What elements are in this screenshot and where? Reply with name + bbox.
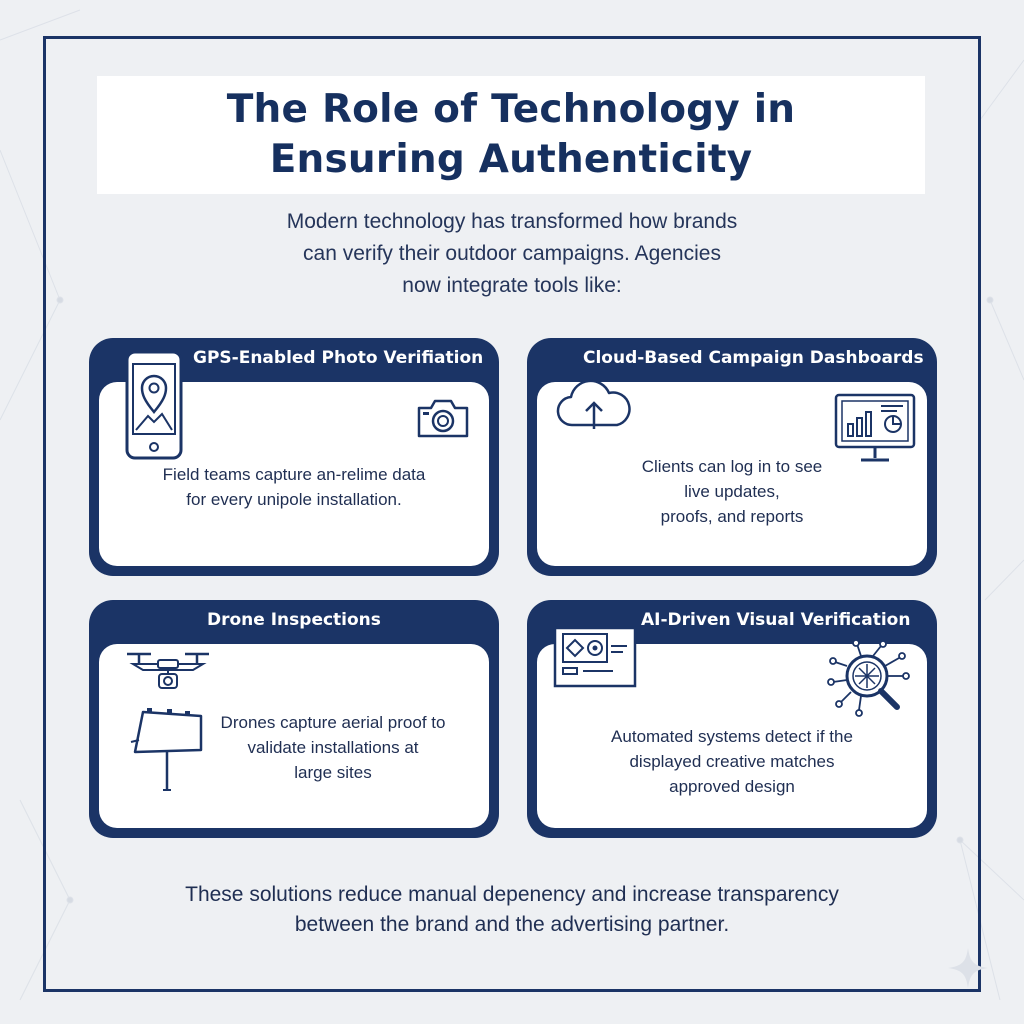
- page-title-line-2: Ensuring Authenticity: [269, 137, 753, 182]
- card-description-line-2: validate installations at: [247, 738, 419, 757]
- sparkle-icon: [948, 948, 988, 988]
- card-body: Clients can log in to see live updates, …: [537, 379, 927, 566]
- card-description-line-2: displayed creative matches: [629, 752, 835, 771]
- card-description-line-1: Field teams capture an-relime data: [162, 465, 426, 484]
- intro-line-2: can verify their outdoor campaigns. Agen…: [303, 242, 721, 265]
- footer-summary: These solutions reduce manual depenency …: [132, 880, 892, 940]
- card-description-line-3: proofs, and reports: [660, 507, 804, 526]
- card-description: Field teams capture an-relime data for e…: [119, 462, 469, 512]
- card-description-line-2: for every unipole installation.: [186, 490, 402, 509]
- page-title-line-1: The Role of Technology in: [226, 87, 796, 132]
- footer-line-2: between the brand and the advertising pa…: [294, 913, 730, 936]
- card-description: Drones capture aerial proof to validate …: [191, 710, 475, 785]
- card-cloud-dashboards: Cloud-Based Campaign Dashboards Clients …: [527, 338, 937, 576]
- card-title: Drone Inspections: [207, 610, 381, 630]
- camera-icon: [417, 399, 469, 438]
- billboard-icon: [130, 708, 203, 791]
- card-title: Cloud-Based Campaign Dashboards: [583, 348, 924, 368]
- card-body: Drones capture aerial proof to validate …: [99, 644, 489, 828]
- ai-circuit-magnifier-icon: [827, 640, 910, 717]
- monitor-dashboard-icon: [834, 393, 916, 462]
- card-description-line-1: Drones capture aerial proof to: [220, 713, 446, 732]
- page-frame: [43, 36, 981, 992]
- card-gps-photo-verification: GPS-Enabled Photo Verifiation Field team…: [89, 338, 499, 576]
- intro-line-1: Modern technology has transformed how br…: [286, 210, 738, 233]
- card-drone-inspections: Drone Inspections Drones capture aerial …: [89, 600, 499, 838]
- card-ai-visual-verification: AI-Driven Visual Verification: [527, 600, 937, 838]
- smartphone-map-pin-icon: [125, 350, 183, 460]
- card-description-line-3: large sites: [294, 763, 372, 782]
- intro-paragraph: Modern technology has transformed how br…: [212, 206, 812, 302]
- card-description-line-2: live updates,: [684, 482, 780, 501]
- card-description-line-3: approved design: [669, 777, 795, 796]
- card-body: Automated systems detect if the displaye…: [537, 626, 927, 828]
- card-title: GPS-Enabled Photo Verifiation: [193, 348, 484, 368]
- card-title: AI-Driven Visual Verification: [641, 610, 911, 630]
- drone-camera-icon: [127, 652, 209, 689]
- cloud-upload-icon: [556, 379, 631, 429]
- card-description-line-1: Automated systems detect if the: [611, 727, 853, 746]
- intro-line-3: now integrate tools like:: [402, 274, 622, 297]
- card-description: Clients can log in to see live updates, …: [577, 454, 887, 529]
- title-banner: The Role of Technology in Ensuring Authe…: [97, 76, 925, 194]
- card-body: Field teams capture an-relime data for e…: [99, 350, 489, 566]
- creative-design-screen-icon: [553, 626, 637, 688]
- footer-line-1: These solutions reduce manual depenency …: [185, 883, 839, 906]
- card-description-line-1: Clients can log in to see: [641, 457, 823, 476]
- card-description: Automated systems detect if the displaye…: [557, 724, 907, 799]
